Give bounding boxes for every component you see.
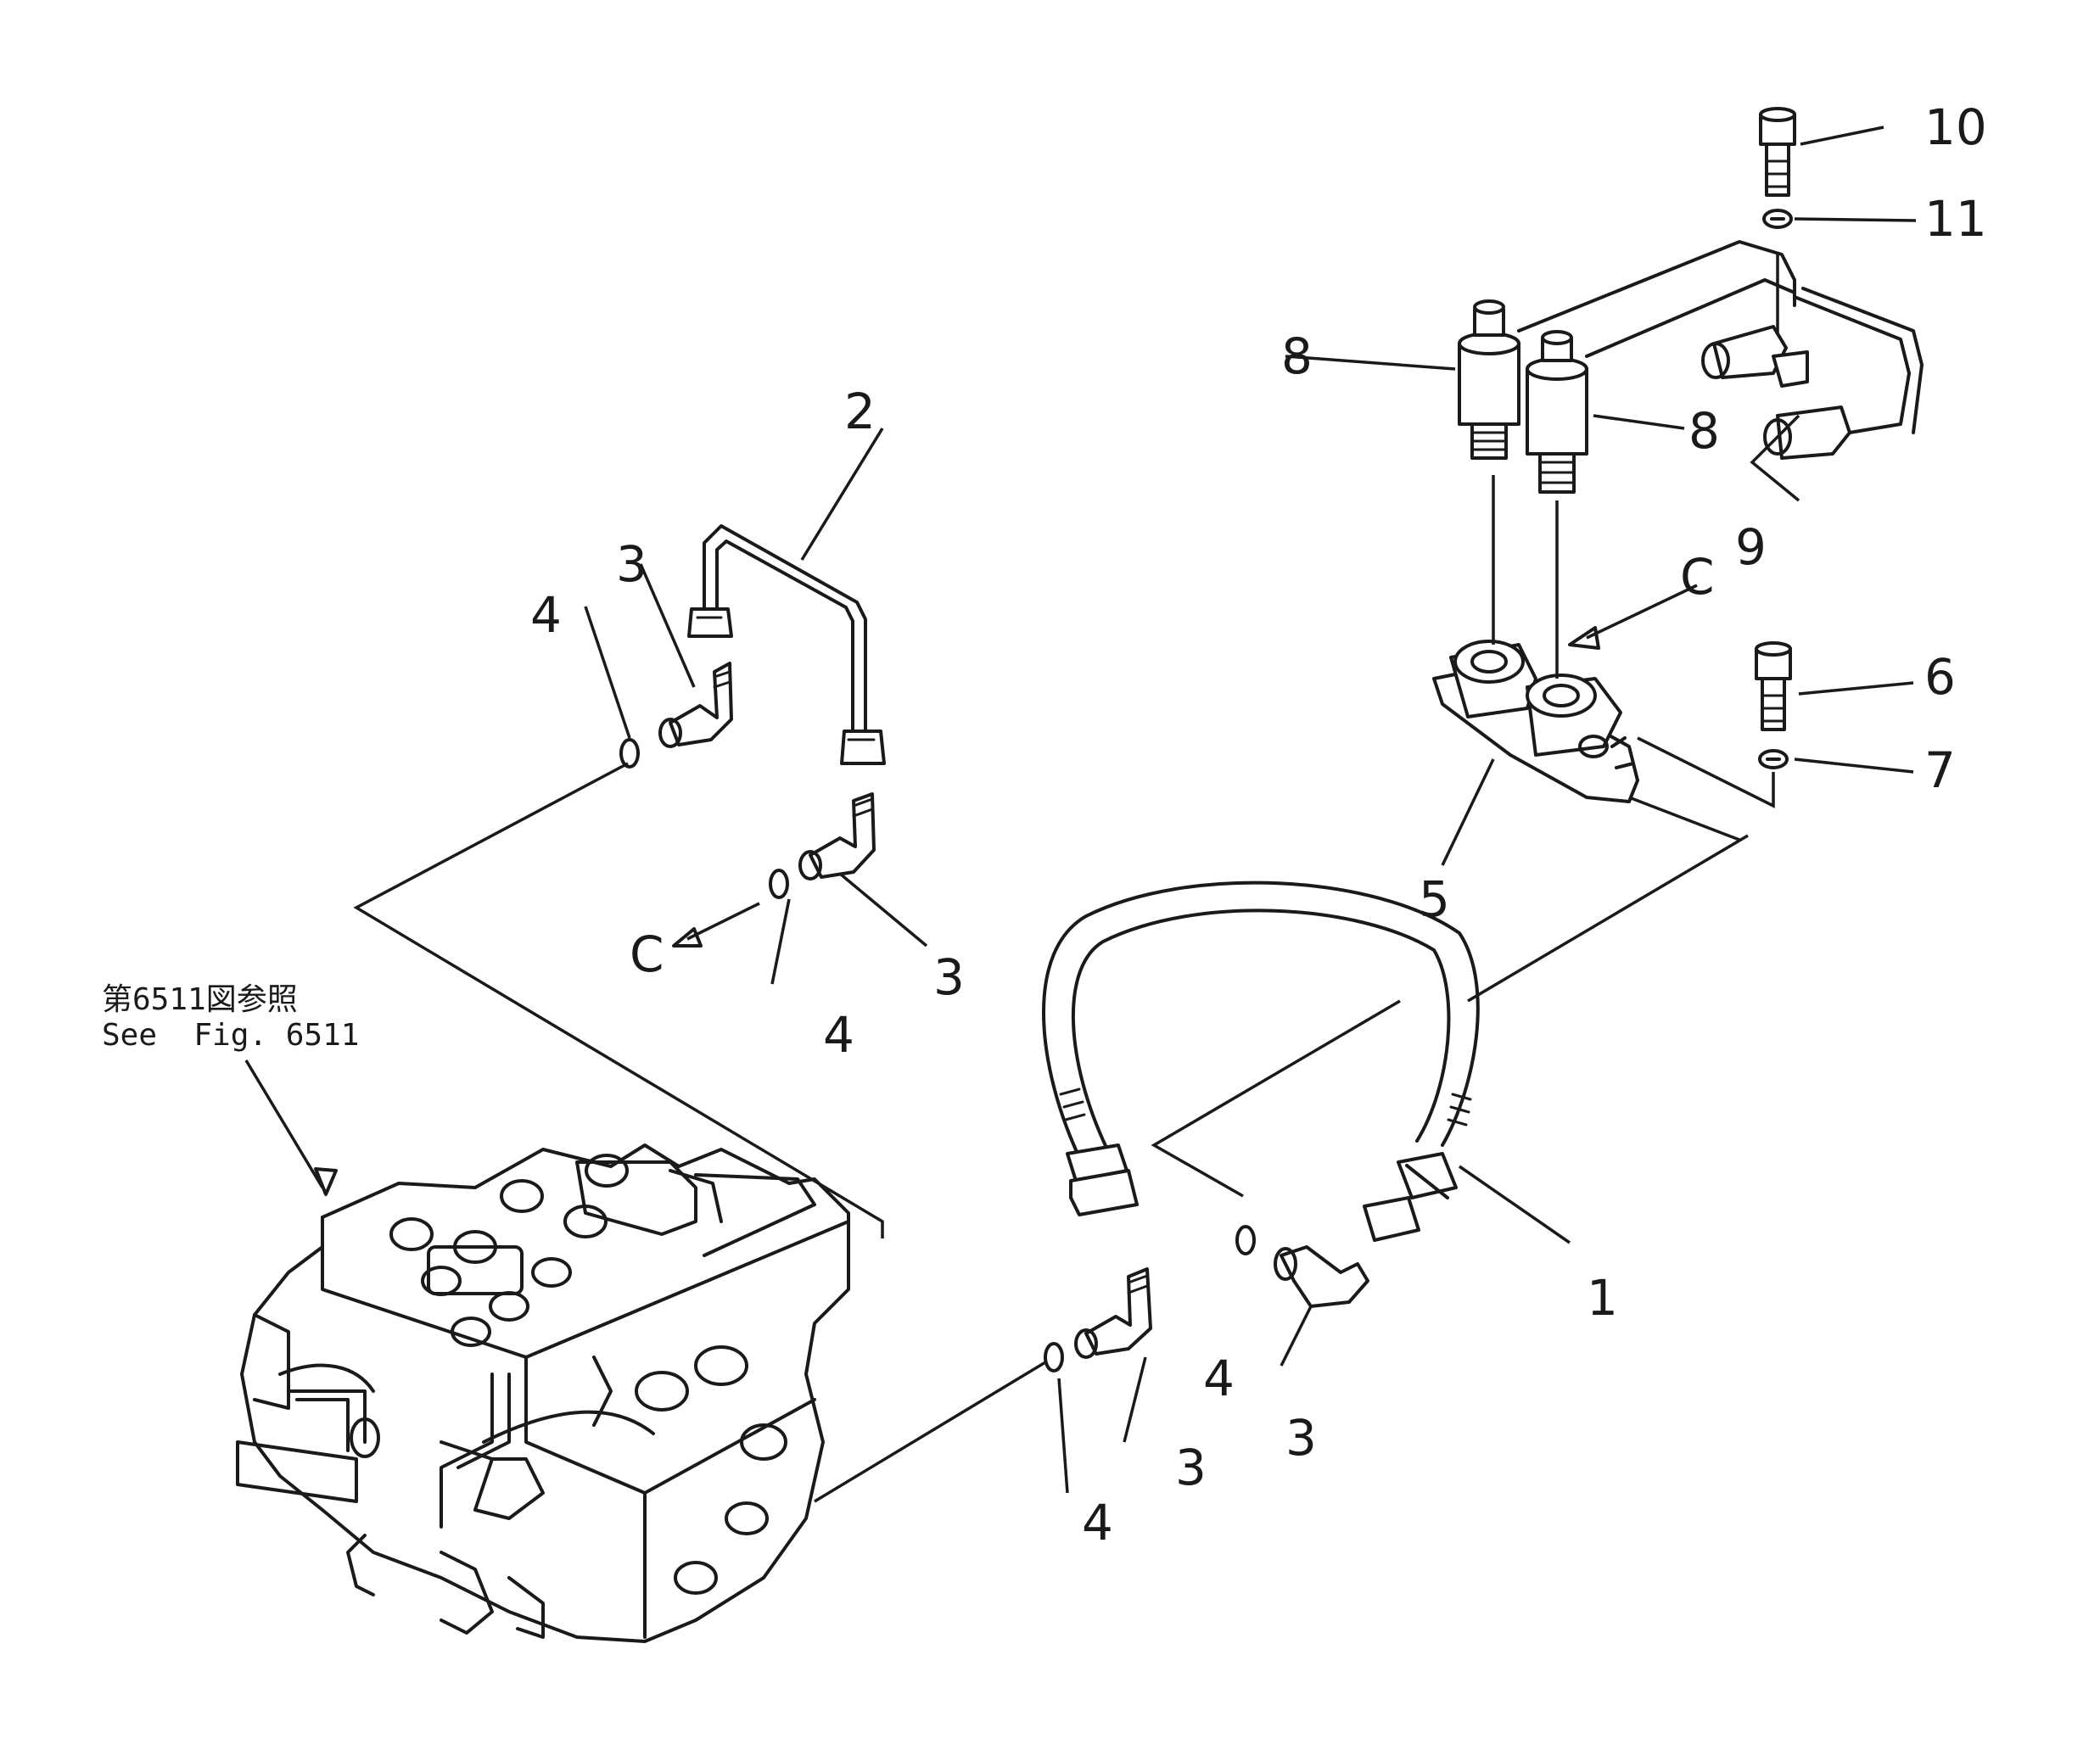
assembly-lines bbox=[353, 254, 1800, 1503]
callout-3-middle: 3 bbox=[933, 948, 965, 1006]
reference-note: 第6511図参照 See Fig. 6511 bbox=[102, 982, 359, 1053]
callout-5: 5 bbox=[1419, 870, 1450, 928]
tube-assembly bbox=[687, 524, 886, 765]
callout-4-middle: 4 bbox=[823, 1006, 854, 1064]
hose-assembly bbox=[1042, 880, 1480, 1242]
mounting-block bbox=[1432, 640, 1639, 803]
callout-2: 2 bbox=[844, 383, 876, 440]
callout-9: 9 bbox=[1735, 518, 1767, 576]
callout-4-right: 4 bbox=[1203, 1350, 1235, 1407]
callout-4-lower: 4 bbox=[1082, 1494, 1113, 1551]
callout-10: 10 bbox=[1924, 98, 1987, 156]
callout-7: 7 bbox=[1924, 741, 1956, 799]
washer-11 bbox=[1762, 209, 1793, 229]
elbow-fitting-right bbox=[1274, 1245, 1369, 1308]
callout-3-upper: 3 bbox=[616, 535, 647, 593]
washer-7 bbox=[1758, 749, 1789, 769]
callout-labels: 1 2 3 3 3 3 4 4 4 4 5 6 7 8 8 9 10 11 C … bbox=[530, 98, 1987, 1551]
callout-8-left: 8 bbox=[1281, 327, 1313, 385]
callout-11: 11 bbox=[1924, 190, 1987, 248]
control-valve-assembly bbox=[236, 1143, 850, 1643]
elbow-fitting-lower bbox=[1074, 1267, 1152, 1359]
solenoid-wiring bbox=[1517, 240, 1924, 460]
callout-3-lower: 3 bbox=[1175, 1439, 1207, 1496]
bolt-10 bbox=[1759, 107, 1796, 197]
callout-3-right: 3 bbox=[1285, 1409, 1317, 1467]
callout-4-upper: 4 bbox=[530, 586, 562, 644]
elbow-fitting-middle bbox=[798, 792, 876, 880]
view-c-label-left: C bbox=[630, 925, 664, 983]
view-c-label-right: C bbox=[1680, 548, 1715, 606]
bolt-6 bbox=[1755, 641, 1792, 731]
callout-8-right: 8 bbox=[1688, 402, 1720, 460]
callout-leaders bbox=[244, 126, 1917, 1494]
o-rings bbox=[619, 738, 1256, 1372]
solenoid-valve-right bbox=[1526, 330, 1588, 494]
solenoid-valve-left bbox=[1458, 299, 1520, 460]
callout-1: 1 bbox=[1587, 1269, 1618, 1327]
reference-note-english: See Fig. 6511 bbox=[102, 1018, 359, 1053]
reference-note-japanese: 第6511図参照 bbox=[102, 982, 298, 1017]
elbow-fitting-upper bbox=[658, 662, 733, 748]
callout-6: 6 bbox=[1924, 648, 1956, 706]
